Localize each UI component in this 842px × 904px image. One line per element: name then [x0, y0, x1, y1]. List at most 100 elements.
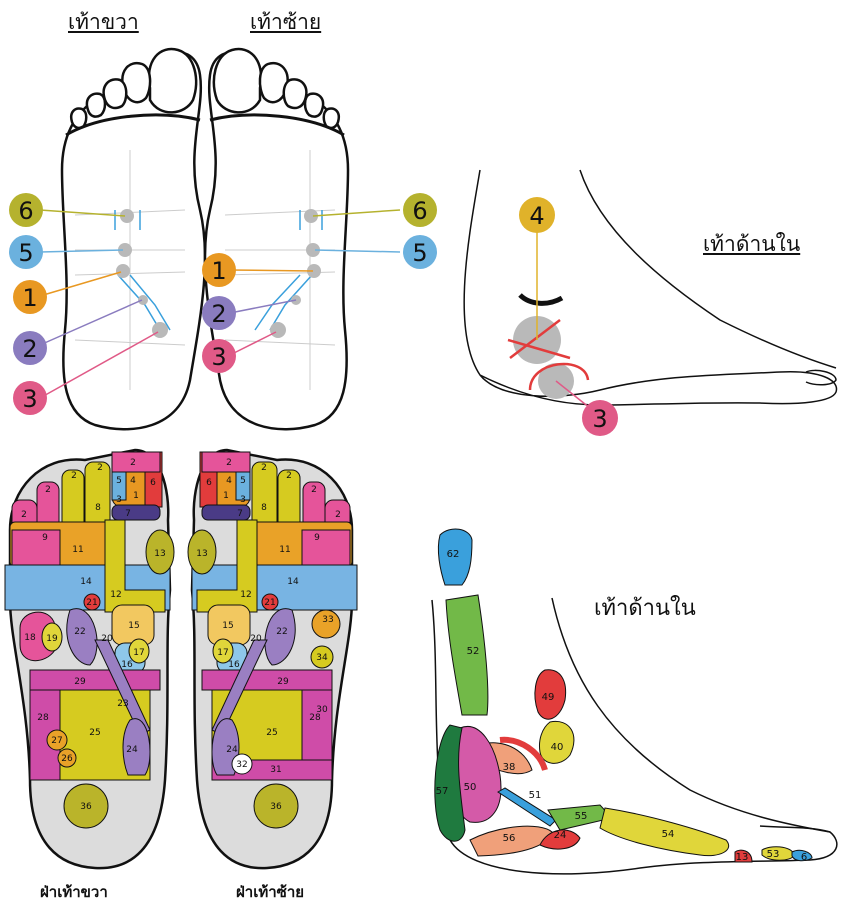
svg-text:25: 25 — [266, 728, 277, 738]
svg-text:14: 14 — [80, 577, 92, 587]
svg-text:2: 2 — [130, 458, 136, 468]
svg-text:24: 24 — [554, 830, 567, 841]
svg-text:11: 11 — [279, 545, 290, 555]
point-marker-5-right: 5 — [9, 235, 43, 269]
svg-text:52: 52 — [467, 646, 480, 657]
inner-foot-zones — [435, 529, 812, 862]
svg-text:5: 5 — [240, 476, 246, 486]
point-marker-3-inner: 3 — [582, 400, 618, 436]
svg-text:15: 15 — [128, 621, 139, 631]
inner-foot-brow-mark — [520, 295, 562, 303]
right-sole-caption: ฝ่าเท้าขวา — [40, 880, 108, 904]
inner-foot-title-bottom: เท้าด้านใน — [594, 590, 696, 625]
svg-text:40: 40 — [551, 742, 564, 753]
svg-text:22: 22 — [276, 627, 287, 637]
svg-text:2: 2 — [226, 458, 232, 468]
svg-text:20: 20 — [101, 634, 113, 644]
svg-text:29: 29 — [74, 677, 86, 687]
svg-text:57: 57 — [436, 786, 449, 797]
svg-text:17: 17 — [217, 648, 228, 658]
svg-text:34: 34 — [316, 653, 328, 663]
svg-text:62: 62 — [447, 549, 460, 560]
svg-text:12: 12 — [240, 590, 251, 600]
point-marker-3-right: 3 — [13, 381, 47, 415]
svg-text:29: 29 — [277, 677, 289, 687]
svg-text:6: 6 — [801, 852, 807, 863]
svg-text:2: 2 — [71, 471, 77, 481]
svg-text:17: 17 — [133, 648, 144, 658]
svg-text:19: 19 — [46, 634, 58, 644]
svg-text:3: 3 — [116, 495, 122, 505]
svg-text:49: 49 — [542, 692, 555, 703]
svg-text:26: 26 — [61, 754, 73, 764]
svg-text:54: 54 — [662, 829, 675, 840]
svg-text:2: 2 — [311, 485, 317, 495]
svg-text:50: 50 — [464, 782, 477, 793]
point-marker-5-left: 5 — [403, 235, 437, 269]
right-foot-title: เท้าขวา — [68, 6, 139, 39]
svg-text:27: 27 — [51, 736, 62, 746]
point-marker-3-left: 3 — [202, 339, 236, 373]
svg-text:2: 2 — [97, 463, 103, 473]
svg-text:21: 21 — [86, 598, 97, 608]
svg-text:1: 1 — [211, 257, 226, 285]
svg-text:1: 1 — [223, 491, 229, 501]
left-foot-outline — [205, 49, 348, 429]
svg-text:22: 22 — [74, 627, 85, 637]
svg-text:4: 4 — [529, 202, 544, 230]
svg-text:2: 2 — [21, 510, 27, 520]
point-marker-2-left: 2 — [202, 296, 236, 330]
svg-text:7: 7 — [237, 509, 243, 519]
svg-text:12: 12 — [110, 590, 121, 600]
svg-text:55: 55 — [575, 811, 588, 822]
svg-text:24: 24 — [226, 745, 238, 755]
svg-text:6: 6 — [412, 197, 427, 225]
svg-text:2: 2 — [286, 471, 292, 481]
point-marker-1-left: 1 — [202, 253, 236, 287]
svg-text:1: 1 — [22, 284, 37, 312]
svg-text:4: 4 — [226, 476, 232, 486]
svg-text:24: 24 — [126, 745, 138, 755]
svg-text:13: 13 — [196, 549, 207, 559]
left-sole-caption: ฝ่าเท้าซ้าย — [236, 880, 304, 904]
svg-text:38: 38 — [503, 762, 516, 773]
svg-text:4: 4 — [130, 476, 136, 486]
inner-foot-title-top: เท้าด้านใน — [703, 228, 800, 261]
inner-foot-top-outline — [464, 170, 836, 405]
svg-text:2: 2 — [45, 485, 51, 495]
svg-text:14: 14 — [287, 577, 299, 587]
svg-text:28: 28 — [37, 713, 49, 723]
svg-text:13: 13 — [736, 852, 749, 863]
svg-text:2: 2 — [335, 510, 341, 520]
svg-text:3: 3 — [211, 343, 226, 371]
svg-text:2: 2 — [22, 335, 37, 363]
svg-text:20: 20 — [250, 634, 262, 644]
svg-text:6: 6 — [150, 478, 156, 488]
svg-text:1: 1 — [133, 491, 139, 501]
svg-text:7: 7 — [125, 509, 131, 519]
svg-text:6: 6 — [206, 478, 212, 488]
svg-text:16: 16 — [121, 660, 133, 670]
point-marker-2-right: 2 — [13, 331, 47, 365]
svg-text:32: 32 — [236, 760, 247, 770]
svg-text:9: 9 — [314, 533, 320, 543]
svg-text:5: 5 — [18, 239, 33, 267]
right-foot-outline — [62, 49, 205, 429]
svg-text:36: 36 — [270, 802, 282, 812]
svg-text:33: 33 — [322, 615, 333, 625]
svg-text:8: 8 — [95, 503, 101, 513]
svg-text:5: 5 — [412, 239, 427, 267]
svg-text:21: 21 — [264, 598, 275, 608]
svg-text:16: 16 — [228, 660, 240, 670]
svg-text:8: 8 — [261, 503, 267, 513]
point-marker-4-inner: 4 — [519, 197, 555, 233]
svg-text:15: 15 — [222, 621, 233, 631]
svg-text:23: 23 — [117, 699, 128, 709]
point-marker-1-right: 1 — [13, 280, 47, 314]
svg-text:11: 11 — [72, 545, 83, 555]
svg-text:36: 36 — [80, 802, 92, 812]
svg-text:3: 3 — [592, 405, 607, 433]
point-marker-6-right: 6 — [9, 193, 43, 227]
svg-text:31: 31 — [270, 765, 281, 775]
